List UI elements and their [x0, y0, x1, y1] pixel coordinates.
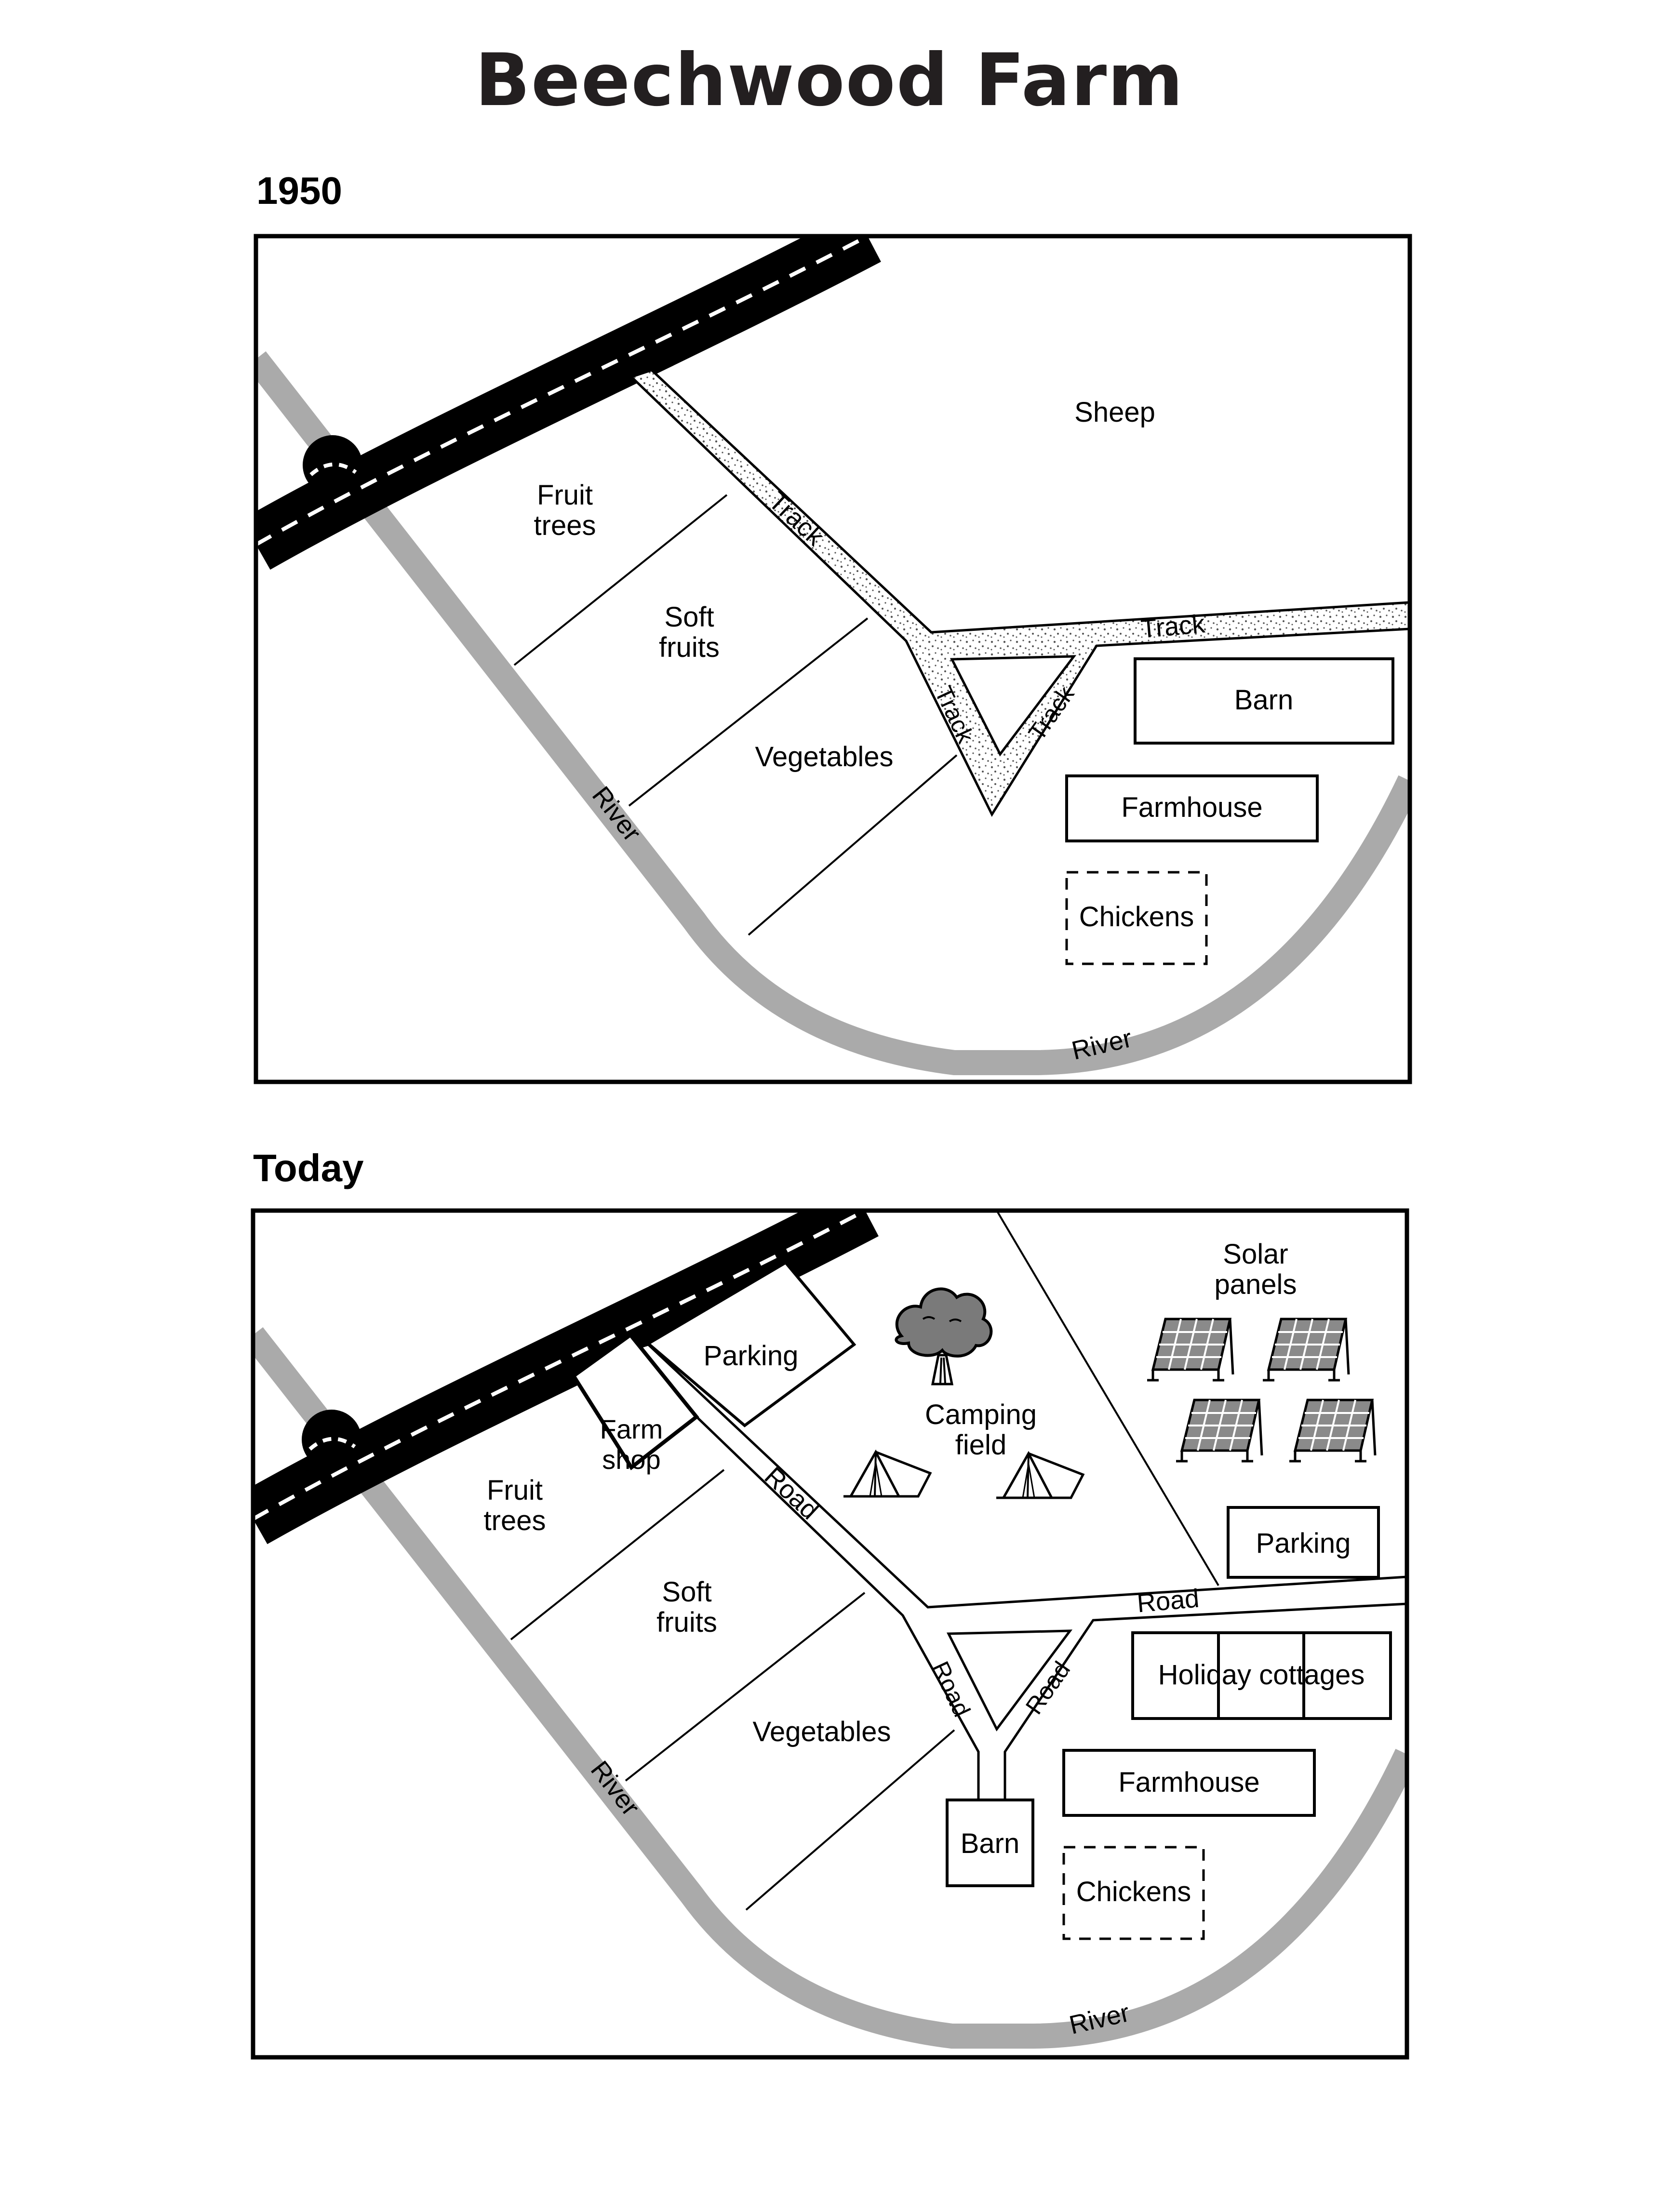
chickens-label: Chickens: [1079, 901, 1194, 933]
farmhouse: [1062, 1749, 1316, 1817]
camping-field-label: field: [955, 1429, 1006, 1461]
river: [253, 1327, 1407, 2049]
vegetables-label: Vegetables: [755, 741, 893, 773]
farm-shop: [571, 1332, 699, 1470]
field-boundary: [513, 494, 728, 666]
soft-fruits-label: fruits: [659, 632, 720, 663]
map-today-frame: [251, 1208, 1409, 2060]
field-boundary: [996, 1211, 1219, 1586]
solar-panels-label: Solar: [1223, 1239, 1288, 1270]
map-today: Solar panels Parking Farm shop Camping f…: [251, 1208, 1409, 2060]
map-1950-frame: [254, 234, 1412, 1084]
camping-field-label: Camping: [925, 1399, 1037, 1430]
map-1950: Sheep Fruit trees Soft fruits Vegetables…: [254, 234, 1412, 1084]
solar-panel-icon: [1176, 1400, 1262, 1461]
bridge: [302, 1410, 361, 1469]
soft-fruits-label: Soft: [664, 601, 714, 633]
farm-shop-label: shop: [602, 1444, 660, 1475]
solar-panel-icon: [1147, 1319, 1233, 1380]
track-label: Track: [1140, 609, 1207, 643]
field-boundary: [745, 1729, 955, 1911]
solar-panel-icon: [1289, 1400, 1375, 1461]
parking-top-label: Parking: [704, 1340, 799, 1372]
farm-road: [626, 1343, 1407, 1803]
track: [629, 369, 1410, 817]
solar-panels-label: panels: [1215, 1269, 1297, 1300]
sheep-label: Sheep: [1074, 397, 1155, 428]
parking-right: [1227, 1506, 1380, 1579]
field-boundary: [510, 1469, 725, 1640]
road-label: Road: [1136, 1584, 1201, 1618]
fruit-trees-label: Fruit: [487, 1475, 543, 1506]
farmhouse-label: Farmhouse: [1121, 792, 1262, 823]
fruit-trees-label: trees: [534, 510, 596, 541]
fruit-trees-label: Fruit: [537, 480, 593, 511]
farm-shop-label: Farm: [600, 1414, 663, 1444]
barn: [1134, 657, 1394, 745]
chickens-label: Chickens: [1076, 1876, 1191, 1907]
fruit-trees-label: trees: [484, 1505, 546, 1536]
soft-fruits-label: Soft: [662, 1576, 711, 1608]
river: [256, 351, 1410, 1075]
holiday-cottages-label: Holiday cottages: [1158, 1659, 1365, 1691]
barn-label: Barn: [961, 1828, 1020, 1859]
parking-right-label: Parking: [1256, 1528, 1351, 1559]
barn: [946, 1799, 1034, 1887]
solar-panel-icon: [1263, 1319, 1349, 1380]
vegetables-label: Vegetables: [752, 1716, 891, 1747]
holiday-cottages: [1131, 1631, 1392, 1720]
barn-label: Barn: [1234, 684, 1294, 716]
field-boundary: [628, 617, 869, 807]
chickens-area: [1062, 1846, 1205, 1940]
chickens-area: [1065, 871, 1208, 965]
parking-top: [645, 1261, 856, 1427]
field-boundary: [625, 1592, 866, 1782]
page-title: Beechwood Farm: [475, 39, 1184, 122]
bridge: [303, 435, 362, 495]
soft-fruits-label: fruits: [656, 1607, 717, 1638]
farmhouse-label: Farmhouse: [1118, 1767, 1259, 1798]
map-today-label: Today: [253, 1146, 364, 1189]
farmhouse: [1065, 774, 1319, 842]
tent-icon: [996, 1453, 1083, 1498]
tent-icon: [843, 1452, 930, 1496]
map-1950-label: 1950: [256, 169, 342, 212]
tree-icon: [896, 1289, 991, 1384]
field-boundary: [748, 754, 958, 936]
